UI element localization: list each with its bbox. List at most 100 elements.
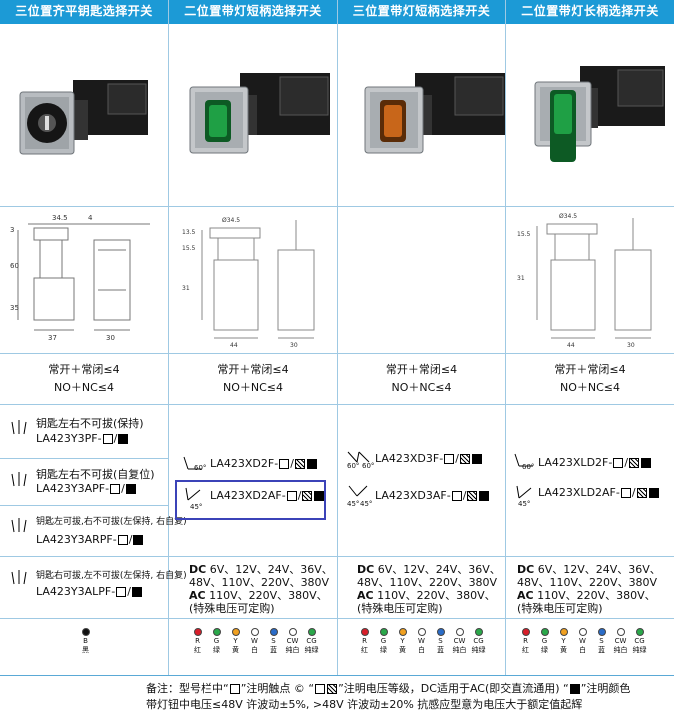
model-col3-1: LA423XD3F-/ — [375, 452, 483, 465]
dc-values: 6V、12V、24V、36V、 — [377, 563, 501, 576]
angle-60-icon — [514, 453, 533, 467]
contact-symbol-icon — [286, 490, 297, 501]
color-dot-icon — [307, 628, 316, 636]
dim-side: 4 — [88, 214, 93, 222]
contacts-col2: 常开＋常闭≤4 NO＋NC≤4 — [169, 361, 337, 397]
contact-symbol-icon — [444, 453, 455, 464]
color-code: CW — [614, 637, 627, 645]
color-dot-icon — [379, 628, 388, 636]
note-part-c: ”注明电压等级，DC适用于AC(即交直流通用) “ — [338, 682, 569, 695]
color-dot-icon — [360, 628, 369, 636]
key-desc-2: 钥匙左右不可拔(自复位) — [36, 468, 155, 481]
voltage-col2: DC 6V、12V、24V、36V、 48V、110V、220V、380V AC… — [189, 563, 333, 615]
contact-symbol-icon — [451, 490, 462, 501]
key-desc-3: 钥匙左可拔,右不可拔(左保持, 右自复) — [36, 517, 187, 527]
color-symbol-icon — [471, 453, 482, 464]
key-position-icon — [11, 420, 27, 435]
color-name: 红 — [194, 646, 201, 654]
color-name: 纯白 — [285, 646, 300, 654]
dc-label: DC — [189, 563, 207, 576]
color-dot-icon — [635, 628, 644, 636]
dim-w2: 30 — [290, 342, 298, 349]
row-divider — [0, 618, 674, 619]
key-desc-1: 钥匙左右不可拔(保持) — [36, 417, 144, 430]
color-dot-icon — [269, 628, 278, 636]
color-code: CW — [286, 637, 299, 645]
color-code: S — [599, 637, 604, 645]
contacts-line1: 常开＋常闭≤4 — [385, 363, 458, 376]
color-code: R — [195, 637, 200, 645]
color-dot-icon — [616, 628, 625, 636]
color-code: G — [541, 637, 548, 645]
contacts-col4: 常开＋常闭≤4 NO＋NC≤4 — [506, 361, 674, 397]
angle-label: 60° — [362, 462, 375, 470]
contacts-col3: 常开＋常闭≤4 NO＋NC≤4 — [338, 361, 505, 397]
model-code: LA423XD3F- — [375, 452, 444, 465]
color-code: G — [380, 637, 387, 645]
color-name: 黄 — [232, 646, 239, 654]
color-symbol-icon — [479, 490, 490, 501]
dim-h1: 15.5 — [517, 231, 531, 238]
header-col3: 三位置带灯短柄选择开关 — [338, 0, 505, 24]
color-dot-icon — [398, 628, 407, 636]
dc-values-2: 48V、110V、220V、380V — [517, 576, 658, 589]
color-name: 白 — [579, 646, 586, 654]
model-col2-1: LA423XD2F-/ — [210, 457, 318, 470]
dim-h1: 3 — [10, 226, 14, 234]
voltage-symbol-icon — [294, 458, 305, 469]
contact-symbol-icon — [117, 534, 128, 545]
dc-label: DC — [517, 563, 535, 576]
angle-label: 45° — [518, 500, 531, 508]
color-dot-icon — [193, 628, 202, 636]
angle-label: 45° — [190, 503, 203, 511]
dimension-drawing-col1: 34.5 4 3 60 35 37 30 — [10, 214, 150, 342]
color-code: CG — [473, 637, 484, 645]
dim-h1: 13.5 — [182, 229, 196, 236]
contact-symbol-icon — [279, 458, 290, 469]
product-table: 三位置齐平钥匙选择开关 二位置带灯短柄选择开关 三位置带灯短柄选择开关 二位置带… — [0, 0, 674, 676]
model-col2-2: LA423XD2AF-/ — [210, 489, 325, 502]
dim-w2: 30 — [106, 334, 115, 342]
contact-symbol-icon — [110, 483, 121, 494]
color-name: 白 — [251, 646, 258, 654]
color-dot-icon — [540, 628, 549, 636]
color-code: CG — [306, 637, 317, 645]
color-symbol-icon — [641, 457, 652, 468]
contacts-line1: 常开＋常闭≤4 — [554, 363, 626, 376]
color-symbol-icon — [125, 483, 136, 494]
dim-h2: 15.5 — [182, 245, 196, 252]
row-divider — [0, 206, 674, 207]
header-col4: 二位置带灯长柄选择开关 — [506, 0, 674, 24]
model-code: LA423Y3APF- — [36, 482, 110, 495]
color-dot-icon — [521, 628, 530, 636]
key-position-icon — [11, 472, 27, 487]
color-code: S — [271, 637, 276, 645]
column-divider — [505, 0, 506, 676]
row-divider — [0, 675, 674, 676]
model-col4-2: LA423XLD2AF-/ — [538, 486, 660, 499]
voltage-col3: DC 6V、12V、24V、36V、 48V、110V、220V、380V AC… — [357, 563, 501, 615]
color-name: 蓝 — [437, 646, 444, 654]
key-switch-photo — [19, 80, 148, 155]
color-name: 黄 — [399, 646, 406, 654]
header-col1: 三位置齐平钥匙选择开关 — [0, 0, 168, 24]
header-col2: 二位置带灯短柄选择开关 — [169, 0, 337, 24]
color-code: Y — [400, 637, 405, 645]
contact-symbol-icon — [229, 684, 240, 694]
special-voltage: (特殊电压可定购) — [517, 602, 603, 615]
selected-model-highlight[interactable] — [175, 480, 326, 520]
dim-top: Ø34.5 — [559, 213, 577, 220]
dc-values: 6V、12V、24V、36V、 — [537, 563, 661, 576]
ac-values: 110V、220V、380V、 — [377, 589, 496, 602]
contacts-line2: NO＋NC≤4 — [222, 381, 283, 394]
angle-60-60-icon — [347, 451, 370, 463]
color-name: 纯绿 — [632, 646, 647, 654]
color-name: 纯绿 — [304, 646, 319, 654]
